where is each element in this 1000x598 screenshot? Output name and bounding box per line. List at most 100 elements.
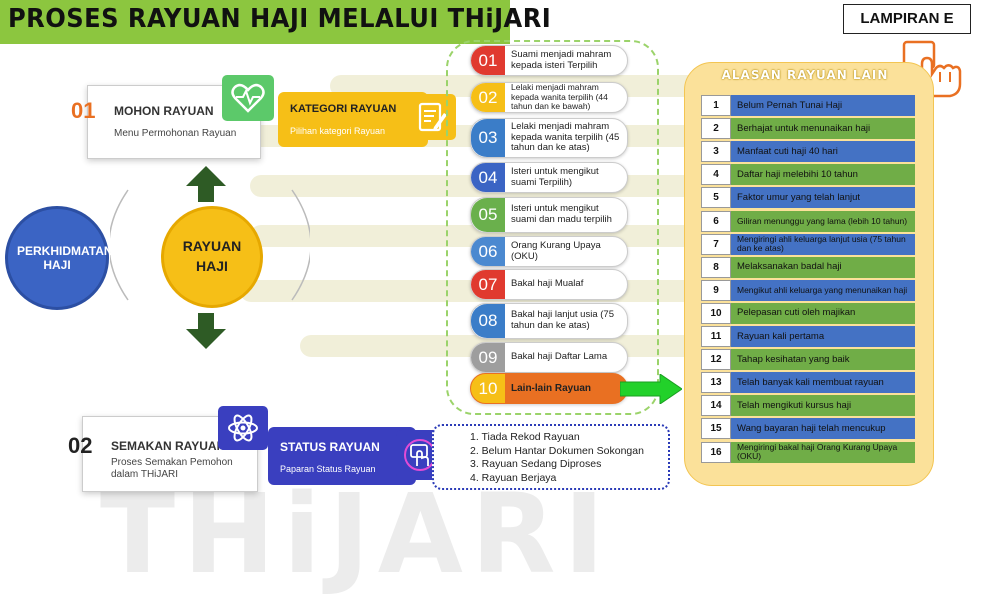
category-number: 04 <box>471 163 505 192</box>
reason-number: 5 <box>701 187 731 209</box>
category-item-04[interactable]: 04 Isteri untuk mengikut suami Terpilih) <box>470 162 628 193</box>
reason-number: 4 <box>701 164 731 186</box>
reason-number: 11 <box>701 326 731 347</box>
reason-text: Giliran menunggu yang lama (lebih 10 tah… <box>731 210 915 232</box>
rayuan-label: RAYUAN HAJI <box>182 238 242 274</box>
category-item-09[interactable]: 09 Bakal haji Daftar Lama <box>470 342 628 373</box>
status-subtitle: Paparan Status Rayuan <box>280 464 376 474</box>
category-item-07[interactable]: 07 Bakal haji Mualaf <box>470 269 628 300</box>
reason-number: 6 <box>701 210 731 232</box>
category-number: 02 <box>471 83 505 112</box>
category-label: Lelaki menjadi mahram kepada wanita terp… <box>511 120 620 154</box>
reason-text: Faktor umur yang telah lanjut <box>731 187 915 209</box>
step2-title: SEMAKAN RAYUAN <box>111 439 226 453</box>
lampiran-label: LAMPIRAN E <box>843 4 971 34</box>
reason-number: 2 <box>701 118 731 140</box>
status-title: STATUS RAYUAN <box>280 440 380 454</box>
reason-number: 7 <box>701 233 731 255</box>
category-item-03[interactable]: 03 Lelaki menjadi mahram kepada wanita t… <box>470 118 628 158</box>
status-item: 2. Belum Hantar Dokumen Sokongan <box>470 444 644 457</box>
reason-text: Manfaat cuti haji 40 hari <box>731 141 915 163</box>
reason-number: 10 <box>701 302 731 324</box>
step1-number: 01 <box>71 98 96 123</box>
kategori-tag[interactable]: KATEGORI RAYUAN Pilihan kategori Rayuan <box>278 92 428 147</box>
atom-icon <box>228 414 258 442</box>
reason-text: Telah mengikuti kursus haji <box>731 395 915 417</box>
reason-number: 1 <box>701 95 731 116</box>
reasons-title: ALASAN RAYUAN LAIN <box>721 68 889 82</box>
category-label: Suami menjadi mahram kepada isteri Terpi… <box>511 48 612 71</box>
kategori-icon-box <box>408 94 456 140</box>
heart-pulse-icon <box>231 83 265 113</box>
category-label: Isteri untuk mengikut suami Terpilih) <box>511 165 599 188</box>
reason-number: 15 <box>701 418 731 440</box>
reason-number: 9 <box>701 279 731 301</box>
reason-text: Pelepasan cuti oleh majikan <box>731 302 915 324</box>
reason-text: Melaksanakan badal haji <box>731 256 915 278</box>
category-item-08[interactable]: 08 Bakal haji lanjut usia (75 tahun dan … <box>470 303 628 339</box>
reason-number: 14 <box>701 395 731 417</box>
reason-text: Mengiringi bakal haji Orang Kurang Upaya… <box>731 441 915 463</box>
reason-text: Wang bayaran haji telah mencukup <box>731 418 915 440</box>
step1-icon-box <box>222 75 274 121</box>
reason-number: 8 <box>701 256 731 278</box>
reason-text: Mengikut ahli keluarga yang menunaikan h… <box>731 279 915 301</box>
status-list: 1. Tiada Rekod Rayuan 2. Belum Hantar Do… <box>470 431 644 485</box>
kategori-title: KATEGORI RAYUAN <box>290 103 397 115</box>
status-item: 4. Rayuan Berjaya <box>470 471 557 484</box>
category-item-10[interactable]: 10 Lain-lain Rayuan <box>470 373 628 404</box>
reason-number: 12 <box>701 349 731 371</box>
perkhidmatan-circle: PERKHIDMATAN HAJI <box>5 206 113 310</box>
category-item-02[interactable]: 02 Lelaki menjadi mahram kepada wanita t… <box>470 82 628 113</box>
kategori-subtitle: Pilihan kategori Rayuan <box>290 126 386 136</box>
arrow-right-icon <box>620 374 682 404</box>
reason-text: Daftar haji melebihi 10 tahun <box>731 164 915 186</box>
reason-number: 3 <box>701 141 731 163</box>
category-item-01[interactable]: 01 Suami menjadi mahram kepada isteri Te… <box>470 45 628 76</box>
reason-text: Belum Pernah Tunai Haji <box>731 95 915 116</box>
category-label: Orang Kurang Upaya (OKU) <box>511 239 601 262</box>
form-edit-icon <box>418 102 447 132</box>
reason-text: Rayuan kali pertama <box>731 326 915 347</box>
step1-subtitle: Menu Permohonan Rayuan <box>114 128 237 139</box>
step2-subtitle: Proses Semakan Pemohon dalam THiJARI <box>111 457 233 480</box>
reason-text: Telah banyak kali membuat rayuan <box>731 372 915 394</box>
category-number: 05 <box>471 198 505 232</box>
arrow-down-icon <box>186 313 226 349</box>
category-number: 10 <box>471 374 505 403</box>
category-number: 03 <box>471 119 505 157</box>
page-title: PROSES RAYUAN HAJI MELALUI THiJARI <box>8 4 552 34</box>
connector-arcs <box>110 189 310 301</box>
category-item-05[interactable]: 05 Isteri untuk mengikut suami dan madu … <box>470 197 628 233</box>
category-number: 08 <box>471 304 505 338</box>
category-label: Isteri untuk mengikut suami dan madu ter… <box>511 203 612 225</box>
categories-frame <box>446 40 659 415</box>
category-number: 06 <box>471 237 505 266</box>
category-item-06[interactable]: 06 Orang Kurang Upaya (OKU) <box>470 236 628 267</box>
status-tag[interactable]: STATUS RAYUAN Paparan Status Rayuan <box>268 427 416 485</box>
category-label: Lain-lain Rayuan <box>511 382 592 394</box>
reason-number: 16 <box>701 441 731 463</box>
status-item: 3. Rayuan Sedang Diproses <box>470 458 602 470</box>
category-number: 09 <box>471 343 505 372</box>
perkhidmatan-label: PERKHIDMATAN HAJI <box>17 244 113 272</box>
category-number: 01 <box>471 46 505 75</box>
category-label: Lelaki menjadi mahram kepada wanita terp… <box>511 81 608 112</box>
reason-number: 13 <box>701 372 731 394</box>
step1-title: MOHON RAYUAN <box>114 104 214 118</box>
category-label: Bakal haji Mualaf <box>511 278 584 290</box>
step2-icon-box <box>218 406 268 450</box>
